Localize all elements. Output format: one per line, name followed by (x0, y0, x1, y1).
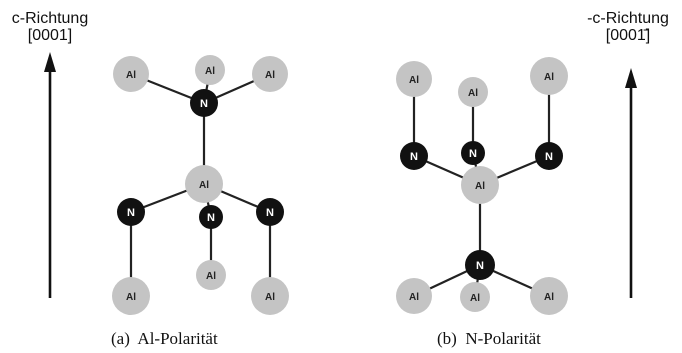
svg-text:Al: Al (199, 180, 209, 191)
svg-text:Al: Al (265, 292, 275, 303)
svg-text:Al: Al (126, 292, 136, 303)
svg-text:Al: Al (206, 271, 216, 282)
svg-text:N: N (469, 148, 477, 160)
caption-al-polarity: (a) Al-Polarität (111, 329, 218, 348)
svg-text:Al: Al (409, 292, 419, 303)
al-atom: Al (458, 77, 488, 107)
al-polarity-atoms: Al Al Al N Al N N N Al Al Al (112, 55, 289, 315)
left-direction-index: [0001] (27, 27, 73, 44)
svg-text:Al: Al (544, 72, 554, 83)
n-atom: N (117, 198, 145, 226)
right-direction-name: -c-Richtung (587, 10, 669, 27)
n-atom: N (256, 198, 284, 226)
svg-text:Al: Al (409, 75, 419, 86)
right-direction-index: [0001̄] (605, 27, 651, 44)
al-atom: Al (396, 61, 432, 97)
n-atom: N (461, 141, 485, 165)
n-polarity-atoms: Al Al Al N N N Al N Al Al Al (396, 57, 568, 315)
svg-text:N: N (410, 151, 418, 163)
al-atom: Al (252, 56, 288, 92)
svg-text:N: N (200, 98, 208, 110)
al-atom: Al (112, 277, 150, 315)
svg-text:N: N (545, 151, 553, 163)
al-atom: Al (460, 282, 490, 312)
al-atom: Al (530, 57, 568, 95)
caption-n-polarity: (b) N-Polarität (437, 329, 541, 348)
al-atom: Al (196, 260, 226, 290)
svg-text:Al: Al (544, 292, 554, 303)
svg-text:Al: Al (475, 181, 485, 192)
n-atom: N (535, 142, 563, 170)
svg-text:Al: Al (205, 66, 215, 77)
svg-text:Al: Al (470, 293, 480, 304)
al-atom: Al (461, 166, 499, 204)
svg-text:N: N (476, 260, 484, 272)
left-arrowhead (44, 52, 56, 72)
n-atom: N (190, 89, 218, 117)
al-atom: Al (113, 56, 149, 92)
al-atom: Al (185, 165, 223, 203)
al-atom: Al (251, 277, 289, 315)
al-atom: Al (530, 277, 568, 315)
al-atom: Al (396, 278, 432, 314)
right-direction-label: -c-Richtung [0001̄] (578, 10, 678, 44)
left-direction-label: c-Richtung [0001] (6, 10, 94, 44)
right-arrowhead (625, 68, 637, 88)
svg-text:Al: Al (126, 70, 136, 81)
svg-text:N: N (266, 207, 274, 219)
svg-text:Al: Al (265, 70, 275, 81)
svg-text:N: N (127, 207, 135, 219)
n-atom: N (400, 142, 428, 170)
al-atom: Al (195, 55, 225, 85)
n-atom: N (199, 205, 223, 229)
svg-text:N: N (207, 212, 215, 224)
left-direction-name: c-Richtung (11, 10, 89, 27)
n-atom: N (465, 250, 495, 280)
svg-text:Al: Al (468, 88, 478, 99)
